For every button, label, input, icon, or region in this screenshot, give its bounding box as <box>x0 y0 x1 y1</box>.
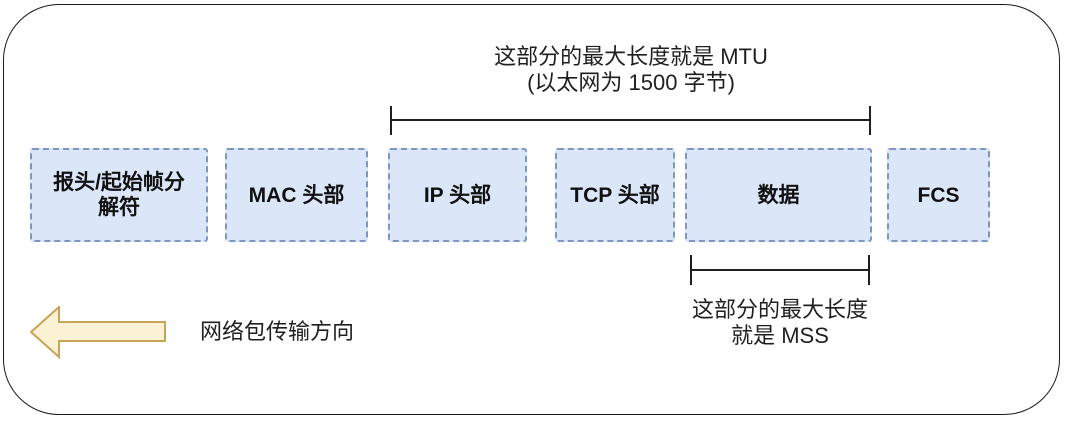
packet-box-tcp-header: TCP 头部 <box>555 148 675 242</box>
packet-box-mac-header: MAC 头部 <box>225 148 368 242</box>
mss-annotation-line2: 就是 MSS <box>731 323 829 348</box>
mss-bracket-line <box>691 269 870 271</box>
mtu-bracket-right-tick <box>869 106 871 135</box>
packet-box-fcs: FCS <box>887 148 990 242</box>
diagram-frame-border <box>3 4 1060 415</box>
mtu-bracket-left-tick <box>390 106 392 135</box>
mtu-annotation-line2: (以太网为 1500 字节) <box>527 70 735 95</box>
packet-box-data-label: 数据 <box>757 183 800 207</box>
packet-box-preamble-label: 报头/起始帧分解符 <box>53 171 185 219</box>
mtu-bracket-line <box>391 119 871 121</box>
packet-box-preamble: 报头/起始帧分解符 <box>30 148 208 242</box>
mss-annotation: 这部分的最大长度 就是 MSS <box>660 297 900 349</box>
packet-box-ip-header: IP 头部 <box>388 148 527 242</box>
mss-annotation-line1: 这部分的最大长度 <box>691 297 868 322</box>
direction-label: 网络包传输方向 <box>200 319 355 344</box>
packet-box-fcs-label: FCS <box>917 183 960 207</box>
packet-box-mac-header-label: MAC 头部 <box>248 183 345 207</box>
mtu-annotation: 这部分的最大长度就是 MTU (以太网为 1500 字节) <box>391 44 871 96</box>
mss-bracket-right-tick <box>868 255 870 285</box>
mss-bracket-left-tick <box>690 255 692 285</box>
mtu-annotation-line1: 这部分的最大长度就是 MTU <box>494 44 768 69</box>
left-arrow-icon <box>30 306 166 359</box>
packet-box-data: 数据 <box>685 148 872 242</box>
packet-box-ip-header-label: IP 头部 <box>423 183 492 207</box>
packet-box-tcp-header-label: TCP 头部 <box>570 183 660 207</box>
